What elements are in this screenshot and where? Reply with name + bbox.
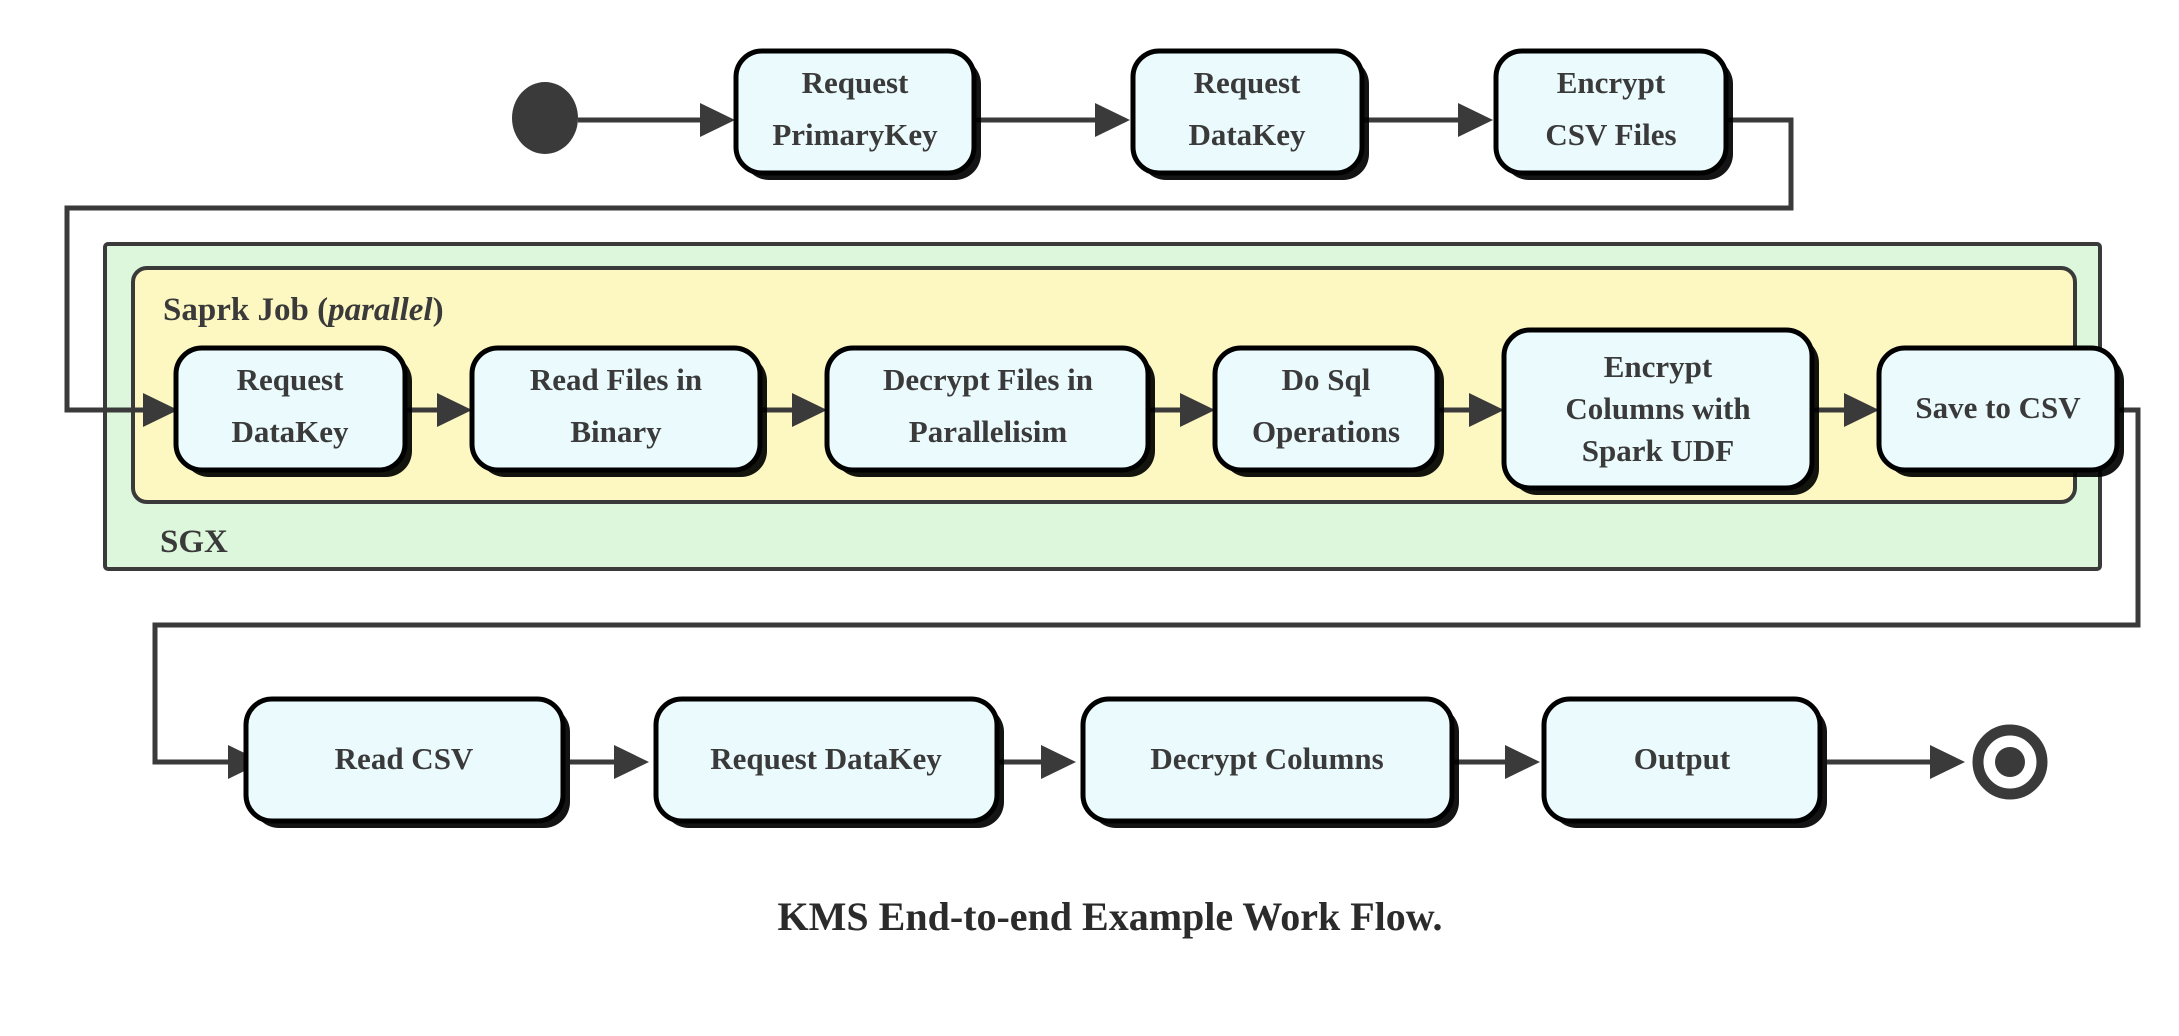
spark-job-label-open-paren: ( (317, 292, 328, 328)
spark-job-label-main: Saprk Job (163, 292, 317, 328)
node-rect[interactable] (1493, 48, 1729, 176)
node-label-line-1: Decrypt Files in (883, 362, 1093, 397)
node-encrypt-csv-files[interactable]: Encrypt CSV Files (1493, 48, 1733, 180)
node-label-line-2: Columns with (1565, 391, 1750, 426)
node-output[interactable]: Output (1541, 696, 1827, 828)
node-label-line-1: Read CSV (335, 741, 474, 776)
node-label-line-2: Operations (1252, 414, 1400, 449)
node-request-primarykey[interactable]: Request PrimaryKey (733, 48, 981, 180)
node-rect[interactable] (469, 345, 763, 473)
node-do-sql-operations[interactable]: Do Sql Operations (1212, 345, 1444, 477)
node-read-csv[interactable]: Read CSV (243, 696, 570, 828)
node-rect[interactable] (1541, 696, 1823, 824)
node-rect[interactable] (824, 345, 1151, 473)
node-request-datakey-bottom[interactable]: Request DataKey (653, 696, 1004, 828)
top-row: Request PrimaryKey Request DataKey Encry… (733, 48, 1733, 180)
node-read-files-in-binary[interactable]: Read Files in Binary (469, 345, 767, 477)
end-node-ring (1972, 724, 2048, 800)
node-rect[interactable] (1501, 327, 1815, 491)
node-rect[interactable] (1080, 696, 1455, 824)
end-node (1972, 724, 2048, 800)
node-label-line-2: Parallelisim (909, 414, 1068, 449)
arrowhead-spark-request-datakey (143, 393, 178, 427)
node-encrypt-columns-with-spark-udf[interactable]: Encrypt Columns with Spark UDF (1501, 327, 1819, 495)
node-label-line-2: PrimaryKey (772, 117, 938, 152)
node-rect[interactable] (653, 696, 1000, 824)
arrowhead-do-sql-operations (1180, 393, 1215, 427)
bottom-row: Read CSV Request DataKey Decrypt Columns… (243, 696, 1827, 828)
node-rect[interactable] (1212, 345, 1440, 473)
node-label-line-1: Request DataKey (710, 741, 942, 776)
spark-job-container-label: Saprk Job (parallel) (163, 292, 444, 328)
node-rect[interactable] (733, 48, 977, 176)
node-decrypt-columns[interactable]: Decrypt Columns (1080, 696, 1459, 828)
arrowhead-read-files-in-binary (437, 393, 472, 427)
node-label-line-2: DataKey (231, 414, 349, 449)
node-rect[interactable] (1876, 345, 2120, 473)
node-label-line-1: Request (237, 362, 344, 397)
middle-row: Request DataKey Read Files in Binary Dec… (173, 327, 2124, 495)
spark-job-label-italic: parallel (325, 292, 433, 328)
arrowhead-request-datakey-top (1095, 103, 1130, 137)
arrowhead-decrypt-files-in-parallelisim (792, 393, 827, 427)
arrowhead-encrypt-columns-with-spark-udf (1469, 393, 1504, 427)
node-label-line-1: Encrypt (1557, 65, 1666, 100)
figure-caption: KMS End-to-end Example Work Flow. (778, 894, 1443, 939)
arrowhead-save-to-csv (1844, 393, 1879, 427)
edge-layer (64, 103, 2141, 779)
node-label-line-1: Save to CSV (1915, 390, 2081, 425)
arrowhead-request-primarykey (700, 103, 735, 137)
arrowhead-output (1505, 745, 1540, 779)
node-label-line-3: Spark UDF (1582, 433, 1734, 468)
node-request-datakey-spark[interactable]: Request DataKey (173, 345, 412, 477)
node-label-line-1: Output (1634, 741, 1731, 776)
node-rect[interactable] (243, 696, 566, 824)
node-label-line-2: CSV Files (1545, 117, 1676, 152)
node-save-to-csv[interactable]: Save to CSV (1876, 345, 2124, 477)
node-rect[interactable] (1130, 48, 1365, 176)
arrowhead-request-datakey-bottom (614, 745, 649, 779)
node-label-line-2: DataKey (1188, 117, 1306, 152)
node-request-datakey-top[interactable]: Request DataKey (1130, 48, 1369, 180)
end-node-dot (1995, 747, 2025, 777)
node-label-line-1: Request (1194, 65, 1301, 100)
start-node (512, 82, 578, 154)
arrowhead-encrypt-csv-files (1458, 103, 1493, 137)
node-rect[interactable] (173, 345, 408, 473)
node-label-line-1: Request (802, 65, 909, 100)
node-label-line-2: Binary (570, 414, 662, 449)
node-label-line-1: Do Sql (1282, 362, 1371, 397)
edge-save-csv-to-read-csv (152, 407, 2141, 765)
arrowhead-decrypt-columns (1041, 745, 1076, 779)
node-label-line-1: Encrypt (1604, 349, 1713, 384)
spark-job-label-close-paren: ) (433, 292, 444, 328)
start-node-circle (512, 82, 578, 154)
node-label-line-1: Decrypt Columns (1150, 741, 1383, 776)
arrowhead-end-node (1930, 745, 1965, 779)
sgx-container-label: SGX (160, 524, 228, 560)
node-decrypt-files-in-parallelisim[interactable]: Decrypt Files in Parallelisim (824, 345, 1155, 477)
node-label-line-1: Read Files in (530, 362, 702, 397)
edge-encrypt-csv-to-spark-datakey (64, 117, 1794, 413)
